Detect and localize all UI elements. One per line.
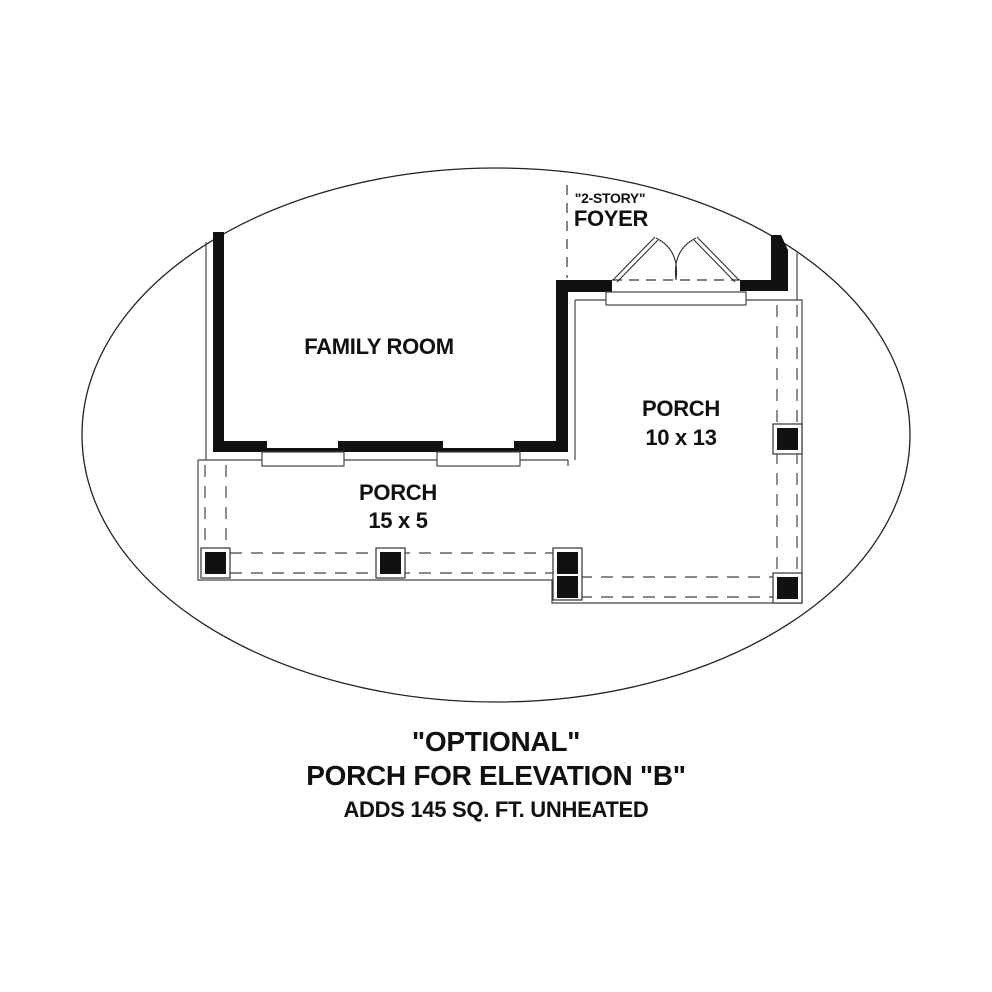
porch-side-outline bbox=[197, 299, 803, 604]
window-sill-2 bbox=[436, 451, 521, 467]
foyer-label: FOYER bbox=[573, 206, 649, 231]
family-room-label: FAMILY ROOM bbox=[304, 334, 454, 359]
column-icon bbox=[200, 547, 231, 579]
foyer-qualifier-label: "2-STORY" bbox=[574, 190, 646, 206]
porch-side-dimensions: 15 x 5 bbox=[368, 508, 428, 533]
column-icon bbox=[375, 547, 406, 579]
porch-side-label: PORCH bbox=[359, 480, 437, 505]
foyer-right-wall bbox=[740, 235, 788, 291]
window-sill-1 bbox=[261, 451, 345, 467]
callout-ellipse bbox=[81, 167, 911, 703]
porch-columns bbox=[200, 423, 803, 604]
caption-square-footage: ADDS 145 SQ. FT. UNHEATED bbox=[343, 797, 649, 822]
caption-porch-elevation: PORCH FOR ELEVATION "B" bbox=[306, 760, 686, 791]
window-2 bbox=[443, 441, 514, 448]
door-stoop bbox=[605, 291, 747, 306]
caption-optional: "OPTIONAL" bbox=[411, 726, 581, 757]
porch-front-label: PORCH bbox=[642, 396, 720, 421]
double-door bbox=[612, 236, 740, 283]
porch-front-dimensions: 10 x 13 bbox=[645, 425, 717, 450]
window-1 bbox=[267, 441, 338, 448]
column-icon bbox=[772, 572, 803, 604]
column-icon bbox=[772, 423, 803, 455]
column-icon bbox=[552, 547, 583, 601]
